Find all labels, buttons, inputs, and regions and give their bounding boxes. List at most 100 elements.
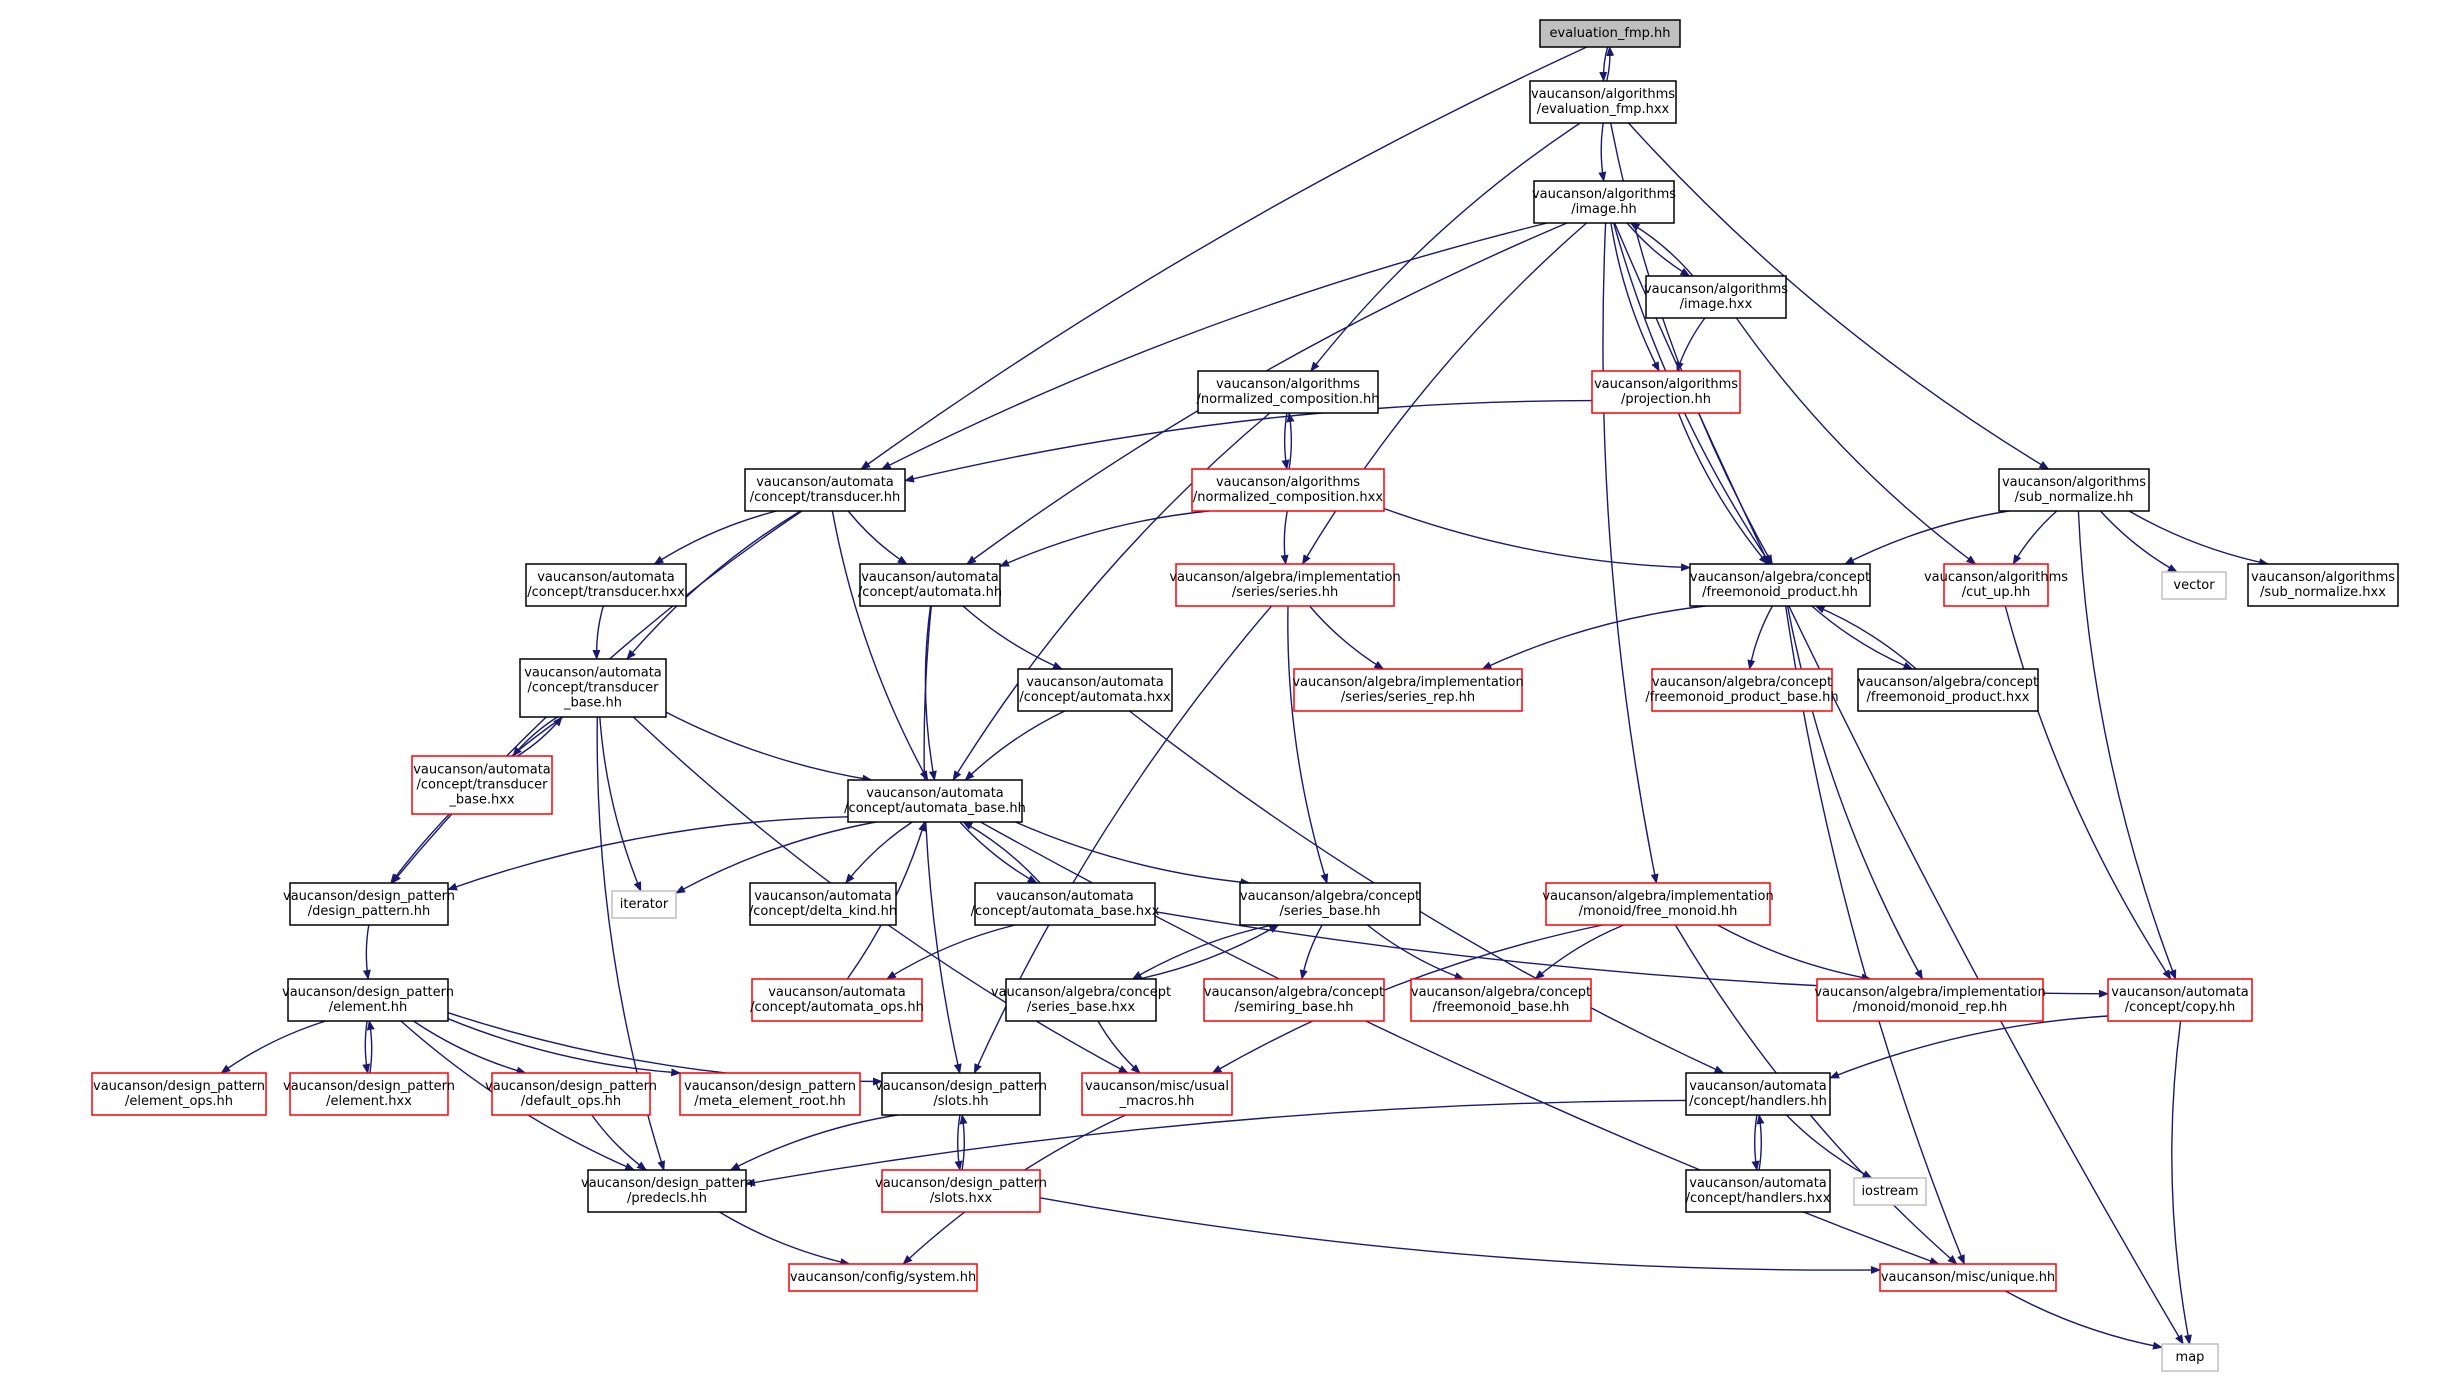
node-usual_macros_hh[interactable]: vaucanson/misc/usual_macros.hh (1081, 1072, 1233, 1116)
node-box[interactable] (587, 1169, 747, 1213)
node-box[interactable] (1175, 563, 1395, 607)
node-automata_hxx[interactable]: vaucanson/automata/concept/automata.hxx (1017, 668, 1173, 712)
node-cut_up_hh[interactable]: vaucanson/algorithms/cut_up.hh (1924, 563, 2068, 607)
node-box[interactable] (974, 882, 1156, 926)
node-box[interactable] (749, 882, 897, 926)
node-default_ops_hh[interactable]: vaucanson/design_pattern/default_ops.hh (485, 1072, 657, 1116)
node-eval_fmp_hxx[interactable]: vaucanson/algorithms/evaluation_fmp.hxx (1529, 80, 1677, 124)
node-element_ops_hh[interactable]: vaucanson/design_pattern/element_ops.hh (91, 1072, 267, 1116)
node-monoid_rep_hh[interactable]: vaucanson/algebra/implementation/monoid/… (1814, 978, 2046, 1022)
node-box[interactable] (1529, 80, 1677, 124)
node-series_rep_hh[interactable]: vaucanson/algebra/implementation/series/… (1292, 668, 1524, 712)
node-box[interactable] (91, 1072, 267, 1116)
node-box[interactable] (2247, 563, 2399, 607)
node-box[interactable] (1197, 370, 1379, 414)
node-semiring_base_hh[interactable]: vaucanson/algebra/concept/semiring_base.… (1203, 978, 1385, 1022)
node-box[interactable] (1591, 370, 1741, 414)
node-handlers_hh[interactable]: vaucanson/automata/concept/handlers.hh (1685, 1072, 1831, 1116)
node-box[interactable] (519, 658, 667, 718)
node-automata_ops_hh[interactable]: vaucanson/automata/concept/automata_ops.… (750, 978, 924, 1022)
node-automata_base_hh[interactable]: vaucanson/automata/concept/automata_base… (844, 779, 1026, 823)
node-element_hh[interactable]: vaucanson/design_pattern/element.hh (282, 978, 454, 1022)
node-slots_hxx[interactable]: vaucanson/design_pattern/slots.hxx (875, 1169, 1047, 1213)
node-box[interactable] (1081, 1072, 1233, 1116)
node-box[interactable] (1685, 1072, 1831, 1116)
node-box[interactable] (1005, 978, 1157, 1022)
node-box[interactable] (1017, 668, 1173, 712)
node-series_base_hxx[interactable]: vaucanson/algebra/concept/series_base.hx… (991, 978, 1171, 1022)
node-copy_hh[interactable]: vaucanson/automata/concept/copy.hh (2107, 978, 2253, 1022)
node-box[interactable] (1545, 882, 1771, 926)
node-system_hh[interactable]: vaucanson/config/system.hh (788, 1263, 978, 1292)
node-box[interactable] (1689, 563, 1871, 607)
node-projection_hh[interactable]: vaucanson/algorithms/projection.hh (1591, 370, 1741, 414)
node-box[interactable] (2161, 1343, 2219, 1372)
node-fm_product_hh[interactable]: vaucanson/algebra/concept/freemonoid_pro… (1689, 563, 1871, 607)
node-box[interactable] (525, 563, 687, 607)
node-box[interactable] (1857, 668, 2039, 712)
node-box[interactable] (1943, 563, 2049, 607)
node-transducer_hh[interactable]: vaucanson/automata/concept/transducer.hh (744, 468, 906, 512)
node-box[interactable] (287, 978, 449, 1022)
node-iterator[interactable]: iterator (611, 890, 677, 919)
node-box[interactable] (1998, 468, 2150, 512)
node-transducer_base_hxx[interactable]: vaucanson/automata/concept/transducer_ba… (411, 755, 553, 815)
node-box[interactable] (1816, 978, 2044, 1022)
node-box[interactable] (1410, 978, 1592, 1022)
node-box[interactable] (1533, 180, 1675, 224)
node-unique_hh[interactable]: vaucanson/misc/unique.hh (1879, 1263, 2057, 1292)
node-transducer_base_hh[interactable]: vaucanson/automata/concept/transducer_ba… (519, 658, 667, 718)
node-iostream[interactable]: iostream (1853, 1177, 1927, 1206)
node-box[interactable] (2107, 978, 2253, 1022)
node-transducer_hxx[interactable]: vaucanson/automata/concept/transducer.hx… (525, 563, 687, 607)
node-sub_normalize_hh[interactable]: vaucanson/algorithms/sub_normalize.hh (1998, 468, 2150, 512)
node-box[interactable] (1879, 1263, 2057, 1292)
node-box[interactable] (679, 1072, 861, 1116)
node-box[interactable] (411, 755, 553, 815)
node-box[interactable] (289, 882, 449, 926)
node-predecls_hh[interactable]: vaucanson/design_pattern/predecls.hh (581, 1169, 753, 1213)
node-box[interactable] (1203, 978, 1385, 1022)
node-box[interactable] (1191, 468, 1385, 512)
node-series_hh[interactable]: vaucanson/algebra/implementation/series/… (1169, 563, 1401, 607)
node-automata_hh[interactable]: vaucanson/automata/concept/automata.hh (858, 563, 1002, 607)
node-sub_normalize_hxx[interactable]: vaucanson/algorithms/sub_normalize.hxx (2247, 563, 2399, 607)
node-box[interactable] (1651, 668, 1833, 712)
node-box[interactable] (847, 779, 1023, 823)
node-box[interactable] (1853, 1177, 1927, 1206)
node-fm_product_hxx[interactable]: vaucanson/algebra/concept/freemonoid_pro… (1857, 668, 2039, 712)
node-box[interactable] (491, 1072, 651, 1116)
node-box[interactable] (611, 890, 677, 919)
node-box[interactable] (751, 978, 923, 1022)
node-norm_comp_hh[interactable]: vaucanson/algorithms/normalized_composit… (1197, 370, 1380, 414)
node-meta_element_root_hh[interactable]: vaucanson/design_pattern/meta_element_ro… (679, 1072, 861, 1116)
node-design_pattern_hh[interactable]: vaucanson/design_pattern/design_pattern.… (283, 882, 455, 926)
node-delta_kind_hh[interactable]: vaucanson/automata/concept/delta_kind.hh (749, 882, 897, 926)
node-automata_base_hxx[interactable]: vaucanson/automata/concept/automata_base… (971, 882, 1160, 926)
node-box[interactable] (859, 563, 1001, 607)
node-freemonoid_base_hh[interactable]: vaucanson/algebra/concept/freemonoid_bas… (1410, 978, 1592, 1022)
node-box[interactable] (1239, 882, 1421, 926)
node-box[interactable] (289, 1072, 449, 1116)
node-series_base_hh[interactable]: vaucanson/algebra/concept/series_base.hh (1239, 882, 1421, 926)
node-box[interactable] (881, 1072, 1041, 1116)
node-fm_product_base_hh[interactable]: vaucanson/algebra/concept/freemonoid_pro… (1645, 668, 1839, 712)
node-vector[interactable]: vector (2161, 571, 2227, 600)
node-slots_hh[interactable]: vaucanson/design_pattern/slots.hh (875, 1072, 1047, 1116)
node-eval_fmp_hh[interactable]: evaluation_fmp.hh (1539, 19, 1681, 48)
node-free_monoid_hh[interactable]: vaucanson/algebra/implementation/monoid/… (1542, 882, 1774, 926)
node-handlers_hxx[interactable]: vaucanson/automata/concept/handlers.hxx (1685, 1169, 1831, 1213)
node-image_hh[interactable]: vaucanson/algorithms/image.hh (1532, 180, 1676, 224)
node-element_hxx[interactable]: vaucanson/design_pattern/element.hxx (283, 1072, 455, 1116)
node-box[interactable] (744, 468, 906, 512)
node-box[interactable] (1539, 19, 1681, 48)
node-box[interactable] (1293, 668, 1523, 712)
node-map[interactable]: map (2161, 1343, 2219, 1372)
node-box[interactable] (881, 1169, 1041, 1213)
node-box[interactable] (2161, 571, 2227, 600)
node-image_hxx[interactable]: vaucanson/algorithms/image.hxx (1644, 275, 1788, 319)
node-box[interactable] (1685, 1169, 1831, 1213)
node-norm_comp_hxx[interactable]: vaucanson/algorithms/normalized_composit… (1191, 468, 1385, 512)
node-box[interactable] (788, 1263, 978, 1292)
node-box[interactable] (1645, 275, 1787, 319)
